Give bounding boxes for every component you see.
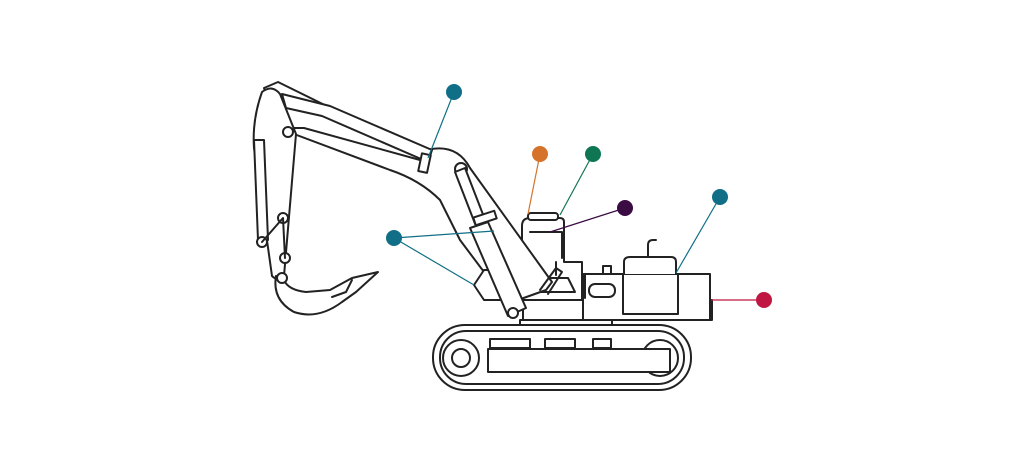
callout-dot[interactable] (386, 230, 402, 246)
bucket-cylinder (253, 139, 269, 241)
callout-lift-cylinder[interactable] (386, 230, 495, 286)
callout-dot[interactable] (712, 189, 728, 205)
cab-window (529, 231, 563, 259)
callout-dot[interactable] (617, 200, 633, 216)
stick-pin (282, 126, 294, 138)
bucket (274, 271, 379, 316)
engine-hood (623, 256, 677, 275)
leader-line (549, 207, 626, 233)
leader-line-secondary (393, 237, 475, 286)
callout-cab-rear[interactable] (559, 146, 601, 216)
leader-line (527, 153, 541, 215)
leader-line (559, 153, 594, 216)
cab-roof (527, 212, 559, 221)
callout-dot[interactable] (446, 84, 462, 100)
callout-boom-cylinder[interactable] (427, 84, 462, 159)
service-hatch (588, 283, 616, 298)
lift-cylinder-barrel (469, 221, 527, 317)
track-roller-3 (592, 338, 612, 349)
callout-counterweight[interactable] (711, 292, 772, 308)
leader-line (427, 91, 455, 159)
lift-cylinder-pin (507, 307, 519, 319)
idler-wheel-inner (451, 348, 471, 368)
callout-cab-window[interactable] (549, 200, 633, 233)
bucket-teeth (331, 279, 353, 298)
stick (252, 87, 433, 280)
track-roller-1 (489, 338, 531, 349)
track-inner (439, 330, 685, 385)
cab-support-strut (539, 267, 563, 295)
bucket-linkage (261, 217, 286, 259)
callout-engine[interactable] (675, 189, 728, 274)
filler-cap (602, 265, 612, 275)
exhaust-pipe (647, 239, 657, 258)
callout-dot[interactable] (532, 146, 548, 162)
leader-line (393, 230, 495, 239)
callout-cab-top[interactable] (527, 146, 548, 215)
bucket-pin (276, 272, 288, 284)
leader-line (675, 196, 721, 274)
lift-cylinder (454, 167, 563, 319)
callout-dot[interactable] (585, 146, 601, 162)
track-assembly (432, 319, 692, 391)
callouts (386, 84, 772, 308)
track-frame (487, 348, 671, 373)
callout-dot[interactable] (756, 292, 772, 308)
track-roller-2 (544, 338, 576, 349)
arm-cylinder-clamp (417, 152, 432, 174)
bucket-assembly (253, 139, 379, 316)
idler-wheel-outer (442, 339, 480, 377)
